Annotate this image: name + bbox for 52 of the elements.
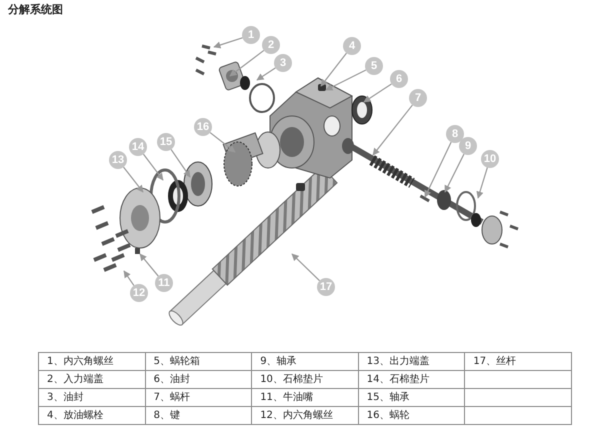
- leader-line: [256, 67, 276, 80]
- leader-line: [140, 253, 159, 276]
- leader-line: [124, 270, 134, 286]
- table-cell-text: 17、丝杆: [473, 356, 516, 367]
- table-cell-text: 15、轴承: [366, 392, 410, 403]
- table-cell-text: 11、牛油嘴: [260, 392, 313, 403]
- diagram-title: 分解系统图: [8, 2, 63, 18]
- leader-line: [213, 37, 243, 48]
- callout-number: 8: [446, 125, 464, 143]
- leader-line: [325, 69, 366, 91]
- table-cell-text: 4、放油螺栓: [47, 410, 104, 421]
- callout-number: 13: [109, 151, 127, 169]
- leader-line: [229, 50, 264, 76]
- callout-number: 11: [155, 274, 173, 292]
- callout-number: 15: [157, 133, 175, 151]
- callout-number: 10: [481, 150, 499, 168]
- table-cell-text: 9、轴承: [260, 356, 297, 367]
- callout-number: 16: [194, 118, 212, 136]
- callout-number: 6: [390, 70, 408, 88]
- callout-number: 4: [343, 37, 361, 55]
- callout-number: 17: [317, 278, 335, 296]
- callout-number: 14: [129, 138, 147, 156]
- table-cell-text: 1、内六角螺丝: [47, 356, 114, 367]
- callout-number: 7: [409, 89, 427, 107]
- callout-number: 9: [459, 137, 477, 155]
- leader-line: [210, 132, 236, 152]
- table-cell-text: 12、内六角螺丝: [260, 410, 333, 421]
- leader-line: [320, 52, 347, 87]
- table-cell-text: 7、蜗杆: [154, 392, 190, 403]
- table-cell-text: 3、油封: [47, 392, 84, 403]
- callout-number: 12: [130, 284, 148, 302]
- leader-line: [476, 167, 488, 199]
- leader-line: [424, 142, 452, 198]
- leader-line: [291, 254, 320, 282]
- callout-number: 5: [365, 57, 383, 75]
- table-cell-text: 8、键: [154, 410, 180, 421]
- leader-line: [142, 154, 164, 181]
- table-cell-text: 13、出力端盖: [366, 356, 430, 367]
- callout-number: 1: [242, 26, 260, 44]
- table-cell-text: 10、石棉垫片: [260, 374, 323, 385]
- table-cell-text: 5、蜗轮箱: [154, 356, 200, 367]
- callout-number: 3: [274, 54, 292, 72]
- leader-line: [123, 166, 144, 193]
- leader-line: [170, 149, 190, 178]
- table-cell-text: 6、油封: [154, 374, 190, 385]
- table-cell-text: 16、蜗轮: [366, 410, 410, 421]
- leader-line: [372, 104, 413, 156]
- leader-line: [363, 83, 392, 102]
- table-cell-text: 14、石棉垫片: [366, 374, 430, 385]
- leader-line: [444, 154, 465, 193]
- callout-number: 2: [262, 36, 280, 54]
- table-cell-text: 2、入力端盖: [47, 374, 104, 385]
